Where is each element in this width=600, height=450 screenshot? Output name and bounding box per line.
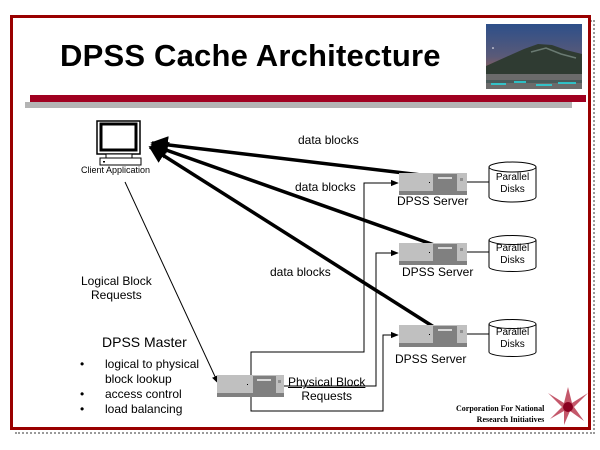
data-arrow-server2 <box>150 142 438 248</box>
server-icon-3 <box>399 325 467 347</box>
server-icon-2 <box>399 243 467 265</box>
list-item: • access control <box>80 387 182 401</box>
bullet-icon: • <box>80 402 85 416</box>
physical-request-path-server2 <box>284 249 399 387</box>
disk-label-1: Parallel Disks <box>495 172 530 195</box>
data-blocks-label-1: data blocks <box>298 133 359 147</box>
title-shadow-bar <box>25 102 572 108</box>
title-accent-bar <box>30 95 586 102</box>
cnri-credit: Corporation For National Research Initia… <box>456 404 545 424</box>
data-blocks-label-2: data blocks <box>295 180 356 194</box>
bullet-icon: • <box>80 357 85 371</box>
logical-request-arrow <box>124 181 219 384</box>
mountain-photo <box>486 24 582 89</box>
physical-request-path-server3 <box>250 331 399 412</box>
disk-cylinder-icon-3 <box>488 319 537 357</box>
bullet-icon: • <box>80 387 85 401</box>
cnri-star-logo <box>548 387 588 425</box>
disk-cylinder-icon-1 <box>488 161 537 203</box>
logical-block-requests-label: Logical Block Requests <box>81 274 152 302</box>
data-arrow-server3 <box>148 145 438 331</box>
server-label-2: DPSS Server <box>402 265 474 279</box>
disk-label-3: Parallel Disks <box>495 327 530 350</box>
slide-title: DPSS Cache Architecture <box>60 38 441 73</box>
disk-label-2: Parallel Disks <box>495 243 530 266</box>
disk-cylinder-icon-2 <box>488 235 537 272</box>
data-blocks-label-3: data blocks <box>270 265 331 279</box>
list-item: • load balancing <box>80 402 183 416</box>
physical-block-requests-label: Physical Block Requests <box>288 375 366 403</box>
server-label-1: DPSS Server <box>397 194 469 208</box>
list-item: • logical to physical block lookup <box>80 357 200 386</box>
server-label-3: DPSS Server <box>395 352 467 366</box>
physical-request-path-server1 <box>250 179 399 375</box>
server-icon-1 <box>399 173 467 195</box>
data-arrow-server1 <box>150 136 439 179</box>
master-feature-list: • logical to physical block lookup • acc… <box>80 357 199 417</box>
computer-monitor-icon <box>96 120 142 166</box>
dpss-master-title: DPSS Master <box>102 334 187 350</box>
master-server-icon <box>217 375 284 397</box>
client-application-label: Client Application <box>81 165 151 175</box>
